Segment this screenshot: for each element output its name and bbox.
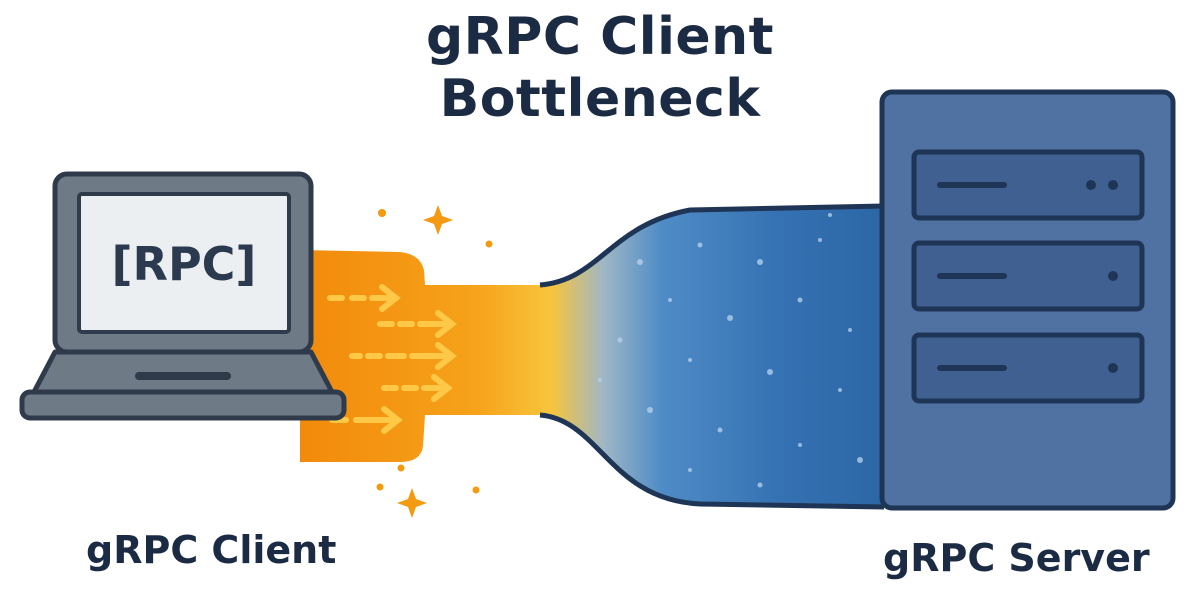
server-label: gRPC Server — [883, 536, 1150, 580]
title-line-1: gRPC Client — [425, 7, 775, 67]
sparkle-dot — [397, 464, 405, 472]
client-label: gRPC Client — [86, 528, 337, 572]
flow-tube-outline-bottom — [539, 412, 885, 510]
laptop-base — [19, 389, 347, 421]
server-rack-icon — [879, 89, 1176, 511]
flow-tube-outline-top — [539, 203, 885, 288]
arrow-right-icon — [349, 342, 457, 370]
request-arrows — [327, 284, 457, 434]
title-line-2: Bottleneck — [439, 69, 761, 129]
sparkle-icon — [423, 205, 453, 235]
data-flow-pipe — [300, 203, 885, 510]
laptop-trackpad — [135, 372, 231, 380]
laptop-screen — [77, 192, 291, 334]
server-drive — [911, 240, 1145, 312]
sparkle-icon — [397, 488, 427, 518]
sparkle-dot — [376, 483, 384, 491]
server-drive — [911, 332, 1145, 404]
laptop-icon: [RPC] — [19, 171, 347, 421]
arrow-right-icon — [381, 374, 453, 402]
server-drive — [911, 149, 1145, 221]
sparkles — [376, 205, 493, 518]
flow-bubbles — [598, 213, 863, 488]
laptop-screen-text: [RPC] — [112, 237, 257, 291]
sparkle-dot — [472, 486, 480, 494]
arrow-right-icon — [377, 310, 457, 338]
sparkle-dot — [378, 209, 386, 217]
page-title: gRPC Client Bottleneck — [380, 6, 820, 130]
sparkle-dot — [485, 240, 493, 248]
flow-tube — [300, 206, 884, 507]
arrow-right-icon — [327, 284, 401, 312]
